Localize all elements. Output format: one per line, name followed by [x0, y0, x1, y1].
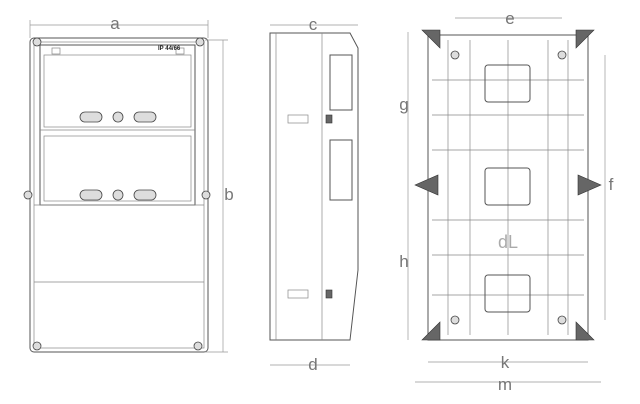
knockout-bottom	[484, 274, 531, 313]
dimension-label-d: d	[308, 355, 317, 374]
dimension-m: m	[415, 375, 601, 394]
corner-screw-icons	[23, 37, 211, 351]
dimension-label-k: k	[501, 353, 510, 372]
ip-rating-label: IP 44/66	[158, 46, 181, 52]
upper-socket-profile	[329, 54, 353, 111]
mounting-bracket-icons	[414, 29, 602, 341]
dimension-c: c	[270, 15, 358, 34]
dimension-a: a	[29, 14, 209, 38]
side-enclosure-outline	[269, 32, 359, 341]
lower-socket-profile	[329, 139, 353, 201]
dimension-label-a: a	[110, 14, 120, 33]
back-view: dL e f g h k m	[399, 9, 613, 394]
dimension-label-c: c	[309, 15, 318, 34]
dimension-d: d	[270, 355, 350, 374]
socket-row-lower	[79, 189, 157, 201]
dimension-label-b: b	[224, 185, 233, 204]
brand-logo: dL	[498, 232, 518, 252]
knockout-top	[484, 64, 531, 103]
dimension-k: k	[428, 353, 588, 372]
front-upper-panel	[39, 44, 196, 206]
front-view: IP 44/66 a b	[23, 14, 234, 353]
dimension-label-g: g	[399, 95, 408, 114]
lower-window	[43, 135, 192, 202]
dimension-label-f: f	[609, 175, 614, 194]
side-view: c d	[269, 15, 359, 374]
socket-row-upper	[79, 111, 157, 123]
rib-grid	[432, 40, 584, 335]
dimension-e: e	[455, 9, 562, 28]
dimension-label-h: h	[399, 252, 408, 271]
dimension-label-e: e	[505, 9, 514, 28]
dimension-b: b	[205, 39, 234, 353]
knockout-middle	[484, 167, 531, 206]
dimension-g: g	[399, 32, 409, 185]
upper-window	[43, 54, 192, 128]
dimension-h: h	[399, 185, 409, 340]
dimension-label-m: m	[498, 375, 512, 394]
dimension-f: f	[604, 55, 614, 320]
